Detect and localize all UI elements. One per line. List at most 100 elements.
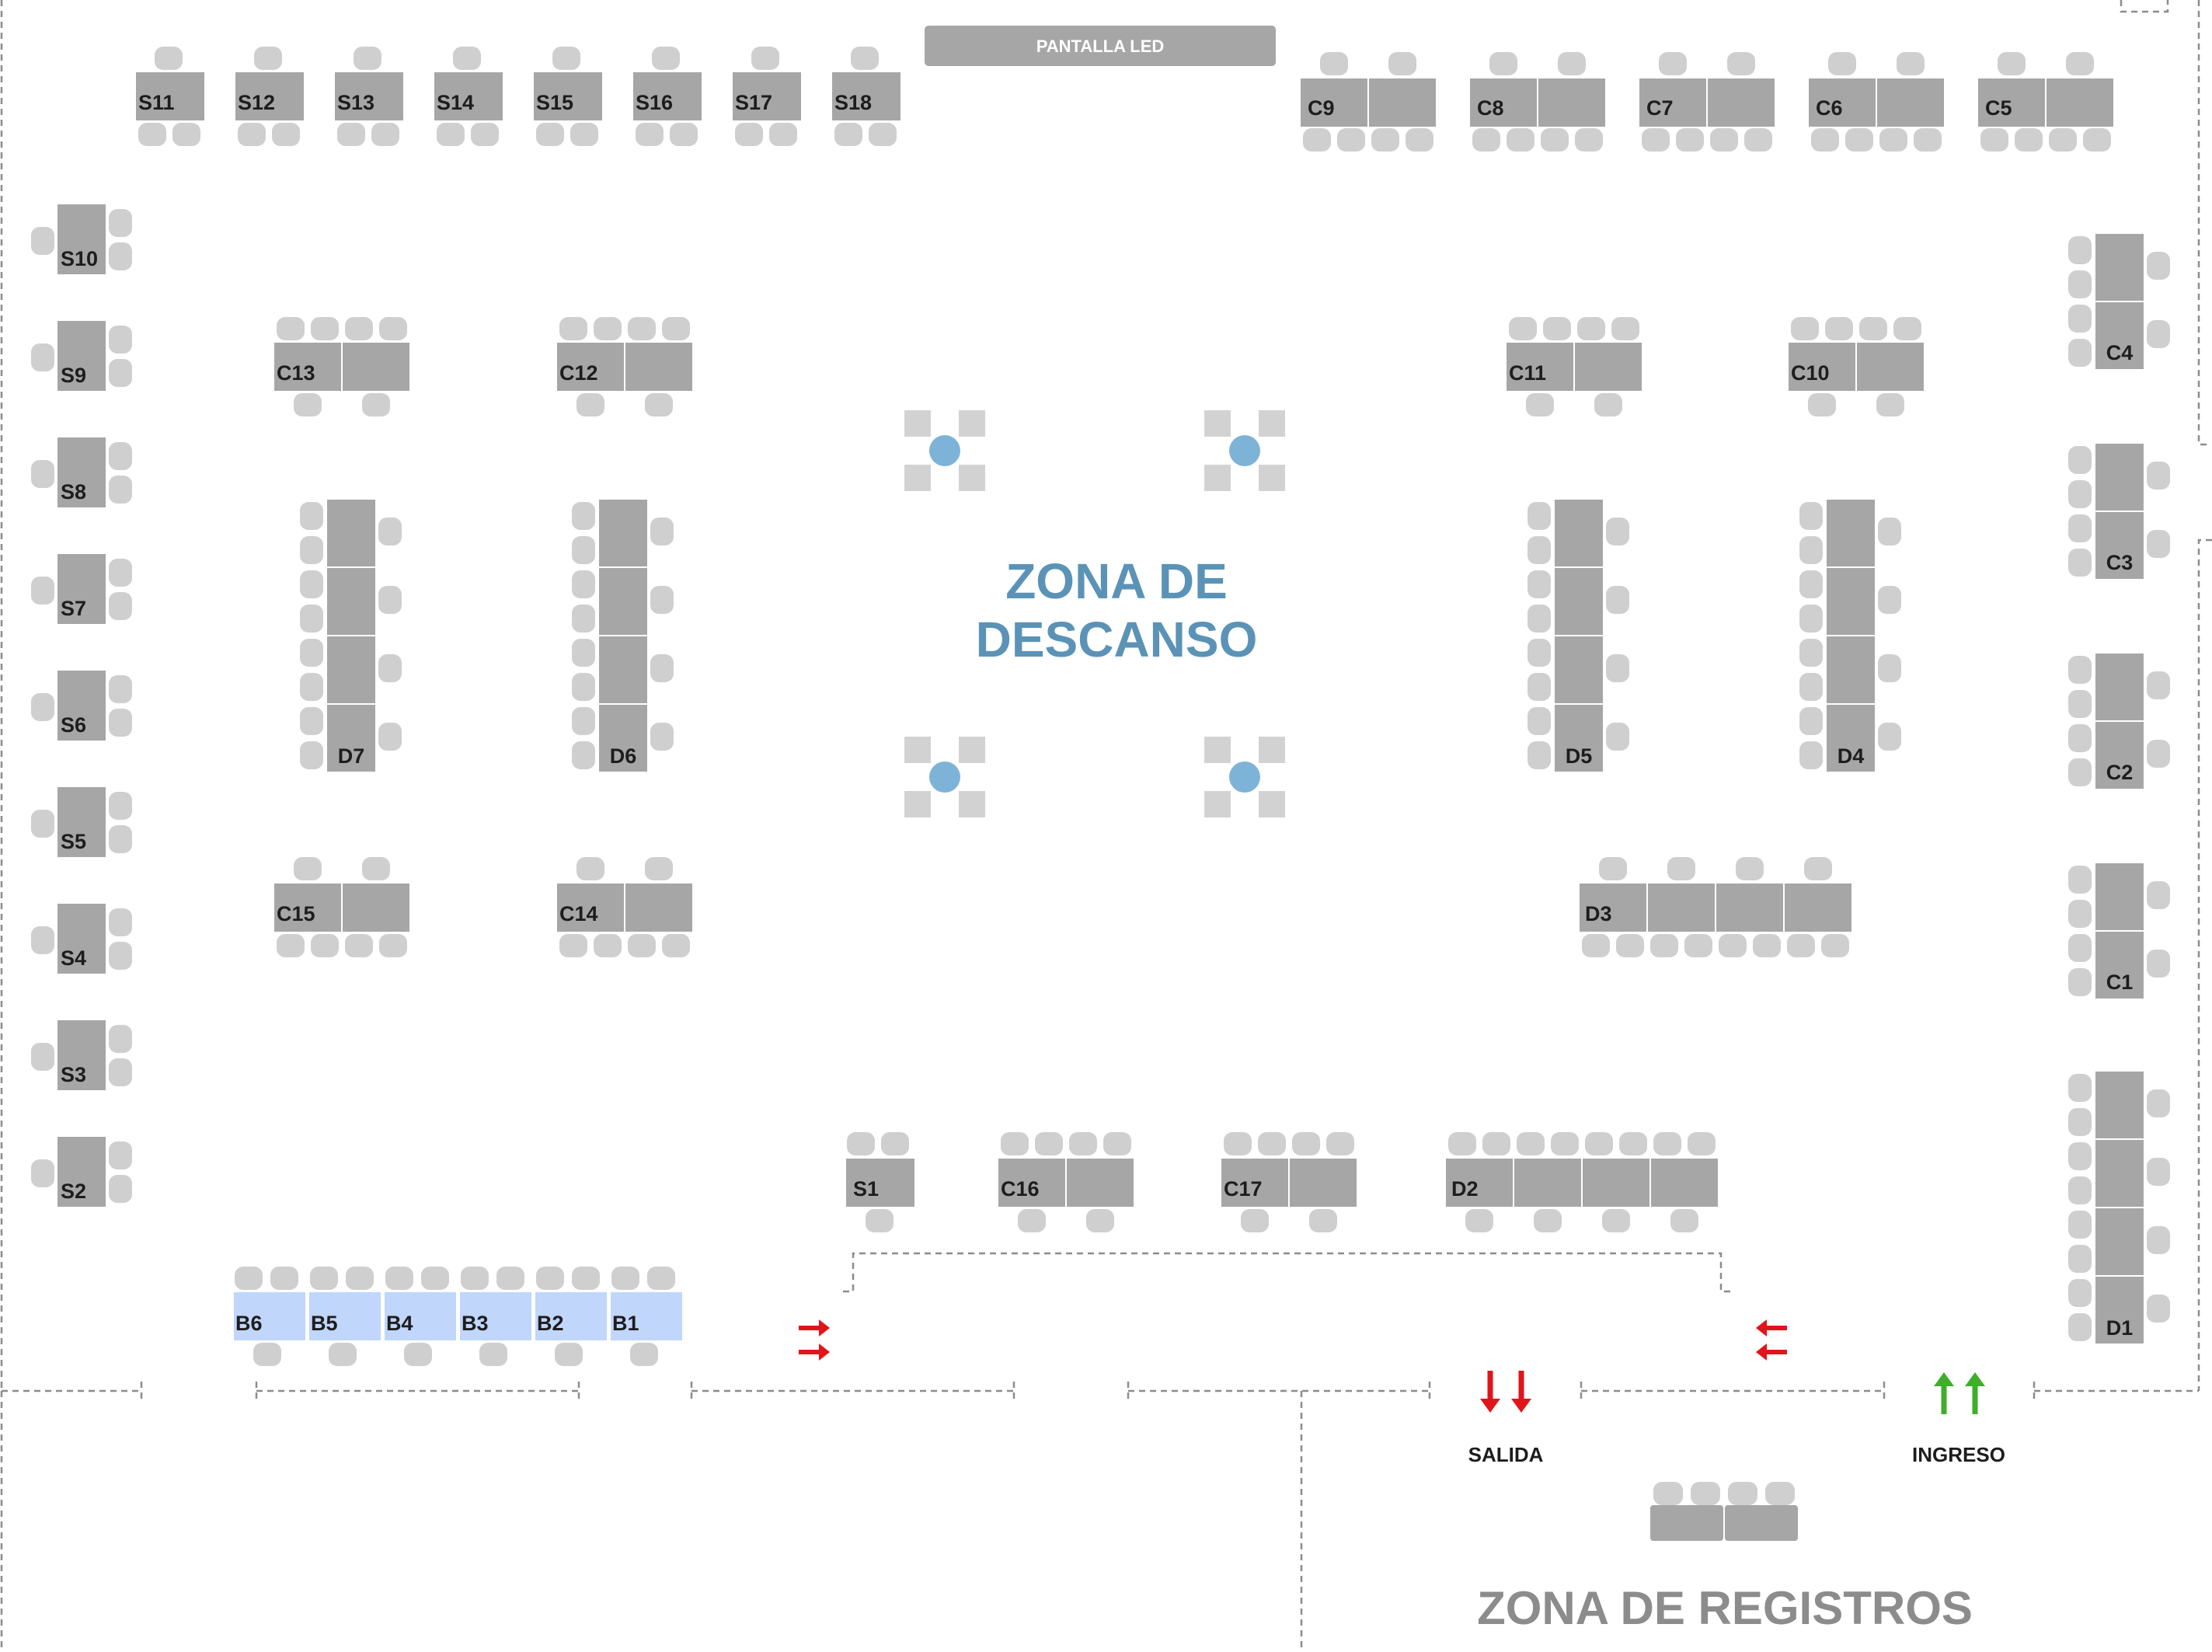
chair <box>1585 1132 1613 1155</box>
chair <box>1804 857 1832 880</box>
chair <box>300 639 323 667</box>
table <box>2094 442 2145 512</box>
chair <box>1799 639 1823 667</box>
table <box>56 203 107 276</box>
chair <box>1659 52 1687 75</box>
table <box>597 498 649 568</box>
table <box>624 882 694 933</box>
chair <box>1791 317 1819 340</box>
stand-label: S12 <box>238 91 275 114</box>
chair <box>362 393 390 416</box>
chair <box>1653 1482 1683 1505</box>
registry-table <box>1650 1505 1723 1541</box>
table <box>56 902 107 975</box>
chair <box>2068 1176 2092 1204</box>
led-screen: PANTALLA LED <box>925 26 1276 66</box>
stand-c9: C9 <box>1299 52 1437 152</box>
chair <box>109 825 132 853</box>
table <box>997 1157 1067 1208</box>
chair <box>1799 502 1823 530</box>
chair <box>1727 52 1755 75</box>
stand-c10: C10 <box>1787 317 1925 416</box>
chair <box>572 536 595 564</box>
flow-arrow-right <box>799 1319 830 1337</box>
stand-label: C6 <box>1816 96 1843 120</box>
table <box>845 1157 916 1208</box>
chair <box>2068 480 2092 508</box>
chair <box>2049 128 2077 152</box>
chair <box>272 123 300 146</box>
chair <box>155 47 183 70</box>
chair <box>453 47 481 70</box>
chair <box>869 123 897 146</box>
chair <box>1482 1132 1510 1155</box>
booth-b1: B1 <box>609 1267 684 1366</box>
chair <box>238 123 266 146</box>
chair <box>2147 671 2170 699</box>
table <box>1825 566 1876 636</box>
chair <box>536 1267 564 1290</box>
chair <box>2068 236 2092 264</box>
chair <box>866 1209 894 1232</box>
chair <box>345 317 373 340</box>
chair <box>109 942 132 970</box>
table <box>326 498 377 568</box>
chair <box>2083 128 2111 152</box>
chair <box>300 673 323 701</box>
rest-seat <box>1204 410 1231 437</box>
table <box>2094 232 2145 302</box>
chair <box>1241 1209 1269 1232</box>
chair <box>311 934 339 957</box>
stand-label: C15 <box>277 902 315 925</box>
table <box>1573 341 1643 392</box>
chair <box>1558 52 1586 75</box>
chair <box>536 123 564 146</box>
chair <box>109 1058 132 1086</box>
chair <box>1543 317 1571 340</box>
chair <box>2147 740 2170 768</box>
table <box>1220 1157 1290 1208</box>
table <box>326 566 377 636</box>
chair <box>1035 1132 1063 1155</box>
chair <box>572 605 595 633</box>
chair <box>2068 1279 2092 1307</box>
chair <box>1326 1132 1354 1155</box>
stand-d4: D4 <box>1799 498 1901 773</box>
chair <box>109 476 132 504</box>
stand-s12: S12 <box>234 47 305 146</box>
stand-c12: C12 <box>556 317 694 416</box>
chair <box>1086 1209 1114 1232</box>
chair <box>572 639 595 667</box>
stand-label: B6 <box>235 1312 263 1335</box>
chair <box>1653 1132 1681 1155</box>
chair <box>1388 52 1416 75</box>
chair <box>1606 723 1629 751</box>
chair <box>31 1159 54 1187</box>
chair <box>1371 128 1399 152</box>
chair <box>1337 128 1365 152</box>
stand-s16: S16 <box>632 47 703 146</box>
rest-seat <box>1259 465 1285 491</box>
chair <box>109 559 132 587</box>
chair <box>1667 857 1695 880</box>
chair <box>1599 857 1627 880</box>
stand-label: D2 <box>1451 1177 1479 1201</box>
chair <box>1691 1482 1720 1505</box>
chair <box>109 326 132 354</box>
chair <box>109 592 132 620</box>
table <box>1065 1157 1135 1208</box>
table <box>2094 862 2145 932</box>
chair <box>300 502 323 530</box>
table <box>433 71 504 122</box>
stand-c11: C11 <box>1505 317 1643 416</box>
table <box>326 635 377 705</box>
chair <box>378 723 402 751</box>
chair <box>1845 128 1873 152</box>
table <box>1537 77 1607 128</box>
table <box>2094 720 2145 790</box>
chair <box>379 317 407 340</box>
table <box>273 882 343 933</box>
stand-c5: C5 <box>1977 52 2115 152</box>
chair <box>2068 514 2092 542</box>
